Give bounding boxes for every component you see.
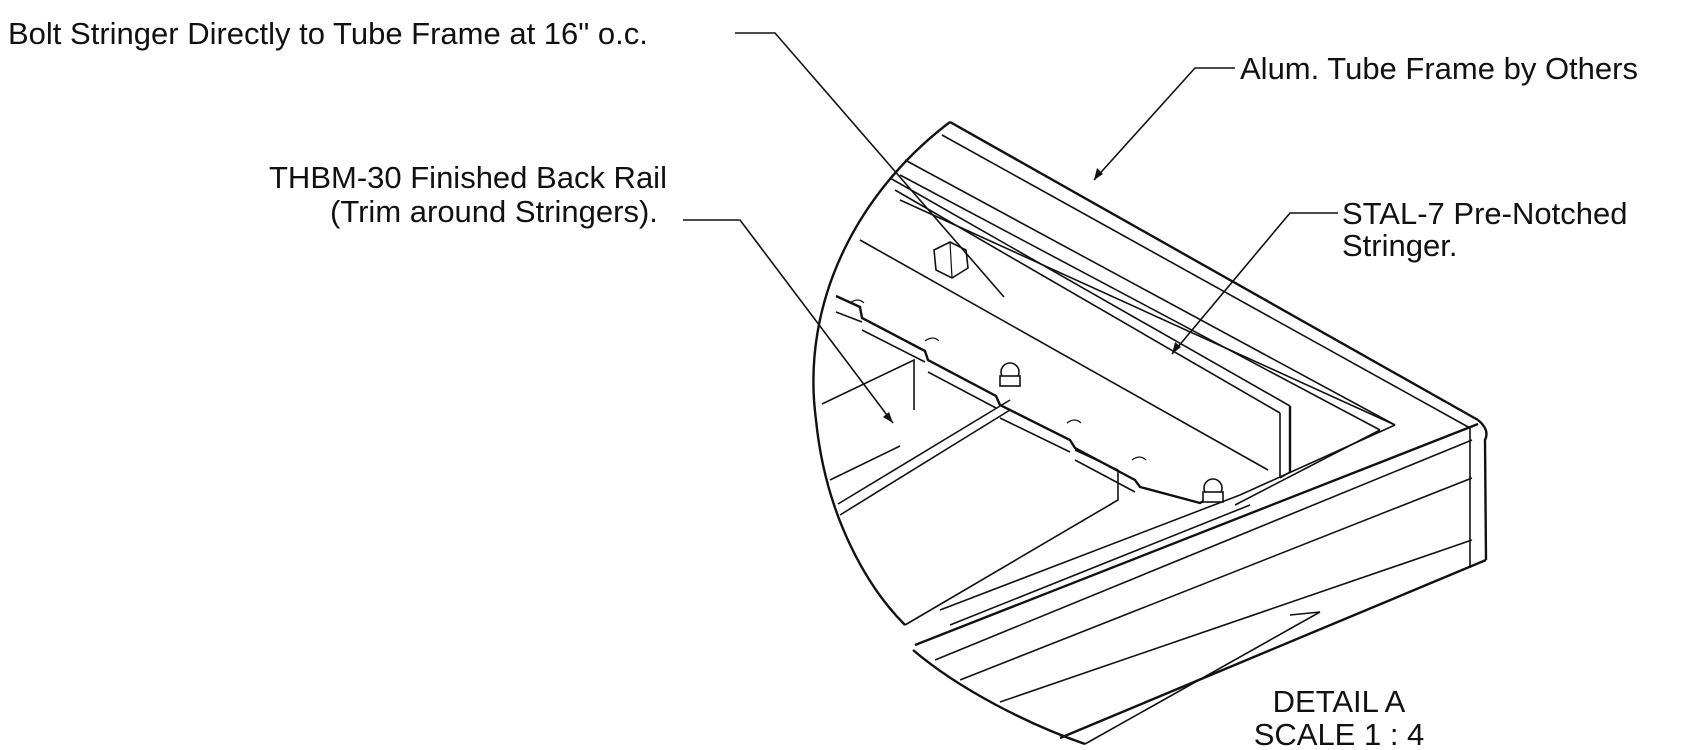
detail-scale: SCALE 1 : 4 xyxy=(1254,717,1425,750)
bolt-small-icon xyxy=(999,362,1021,387)
frame-web xyxy=(859,199,1396,626)
stringer-callout-line1: STAL-7 Pre-Notched xyxy=(1342,196,1627,231)
bolt-small-icon-2 xyxy=(1202,478,1224,503)
back-rail-callout-line2: (Trim around Stringers). xyxy=(330,194,658,229)
back-rail-callout-line1: THBM-30 Finished Back Rail xyxy=(269,160,667,195)
bolt-callout: Bolt Stringer Directly to Tube Frame at … xyxy=(8,16,648,51)
bolt-large-icon xyxy=(933,241,969,279)
leader-lines xyxy=(683,32,1338,424)
detail-boundary-arc xyxy=(812,121,951,626)
back-rail xyxy=(821,294,1215,626)
stringer-plate xyxy=(889,177,1292,479)
detail-title: DETAIL A xyxy=(1273,684,1406,719)
tube-frame xyxy=(899,120,1488,745)
frame-callout: Alum. Tube Frame by Others xyxy=(1240,51,1638,86)
stringer-callout-line2: Stringer. xyxy=(1342,228,1457,263)
